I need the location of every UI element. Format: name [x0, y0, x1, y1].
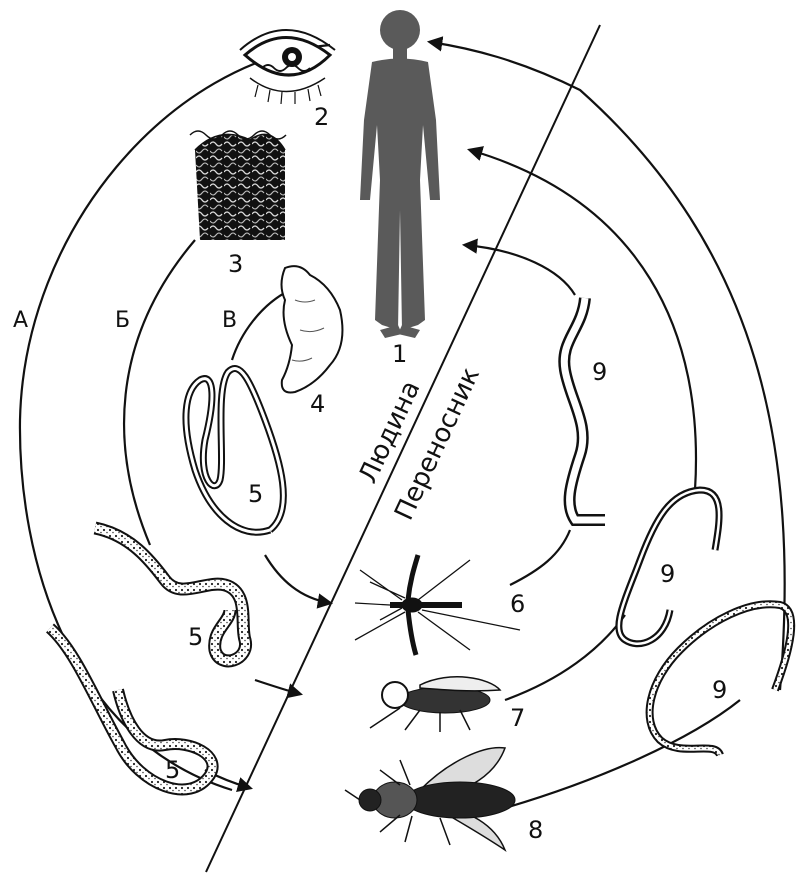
label-5-coiled: 5 — [248, 480, 263, 508]
cycle-c-top-arc — [465, 245, 575, 295]
label-4: 4 — [310, 390, 325, 418]
label-9-middle: 9 — [660, 560, 675, 588]
skin-tissue-image — [190, 131, 286, 240]
larva-5-spotted — [95, 528, 246, 661]
label-8: 8 — [528, 816, 543, 844]
human-silhouette — [360, 10, 440, 338]
larva-5-coiled — [186, 369, 283, 533]
label-9-outer: 9 — [712, 676, 727, 704]
cycle-b-arrow — [124, 240, 195, 545]
horsefly-image — [345, 748, 515, 850]
cycle-a-top-arc — [430, 42, 785, 690]
fly-image — [370, 677, 500, 732]
mosquito-image — [355, 555, 520, 655]
label-6: 6 — [510, 590, 525, 618]
cycle-c-arrow — [232, 290, 290, 360]
label-7: 7 — [510, 704, 525, 732]
cycle-b-bottom-arc — [505, 615, 625, 700]
eye-image — [240, 30, 335, 104]
swollen-limb-image — [282, 266, 343, 392]
cycle-label-a: А — [13, 308, 28, 333]
label-2: 2 — [314, 103, 329, 131]
cycle-c-arrow-to-mosquito — [265, 555, 330, 603]
larva-9-inner-fill — [564, 298, 605, 520]
cycle-a-bottom-arc — [505, 700, 740, 808]
label-9-inner: 9 — [592, 358, 607, 386]
label-5-spotted: 5 — [188, 623, 203, 651]
label-5-long: 5 — [165, 756, 180, 784]
cycle-c-bottom-arc — [510, 530, 570, 585]
larva-5-spotted-fill — [95, 528, 246, 661]
cycle-label-v: В — [222, 308, 237, 333]
larva-5-long-fill — [50, 628, 213, 789]
label-3: 3 — [228, 250, 243, 278]
label-1: 1 — [392, 340, 407, 368]
cycle-label-b: Б — [115, 308, 130, 333]
